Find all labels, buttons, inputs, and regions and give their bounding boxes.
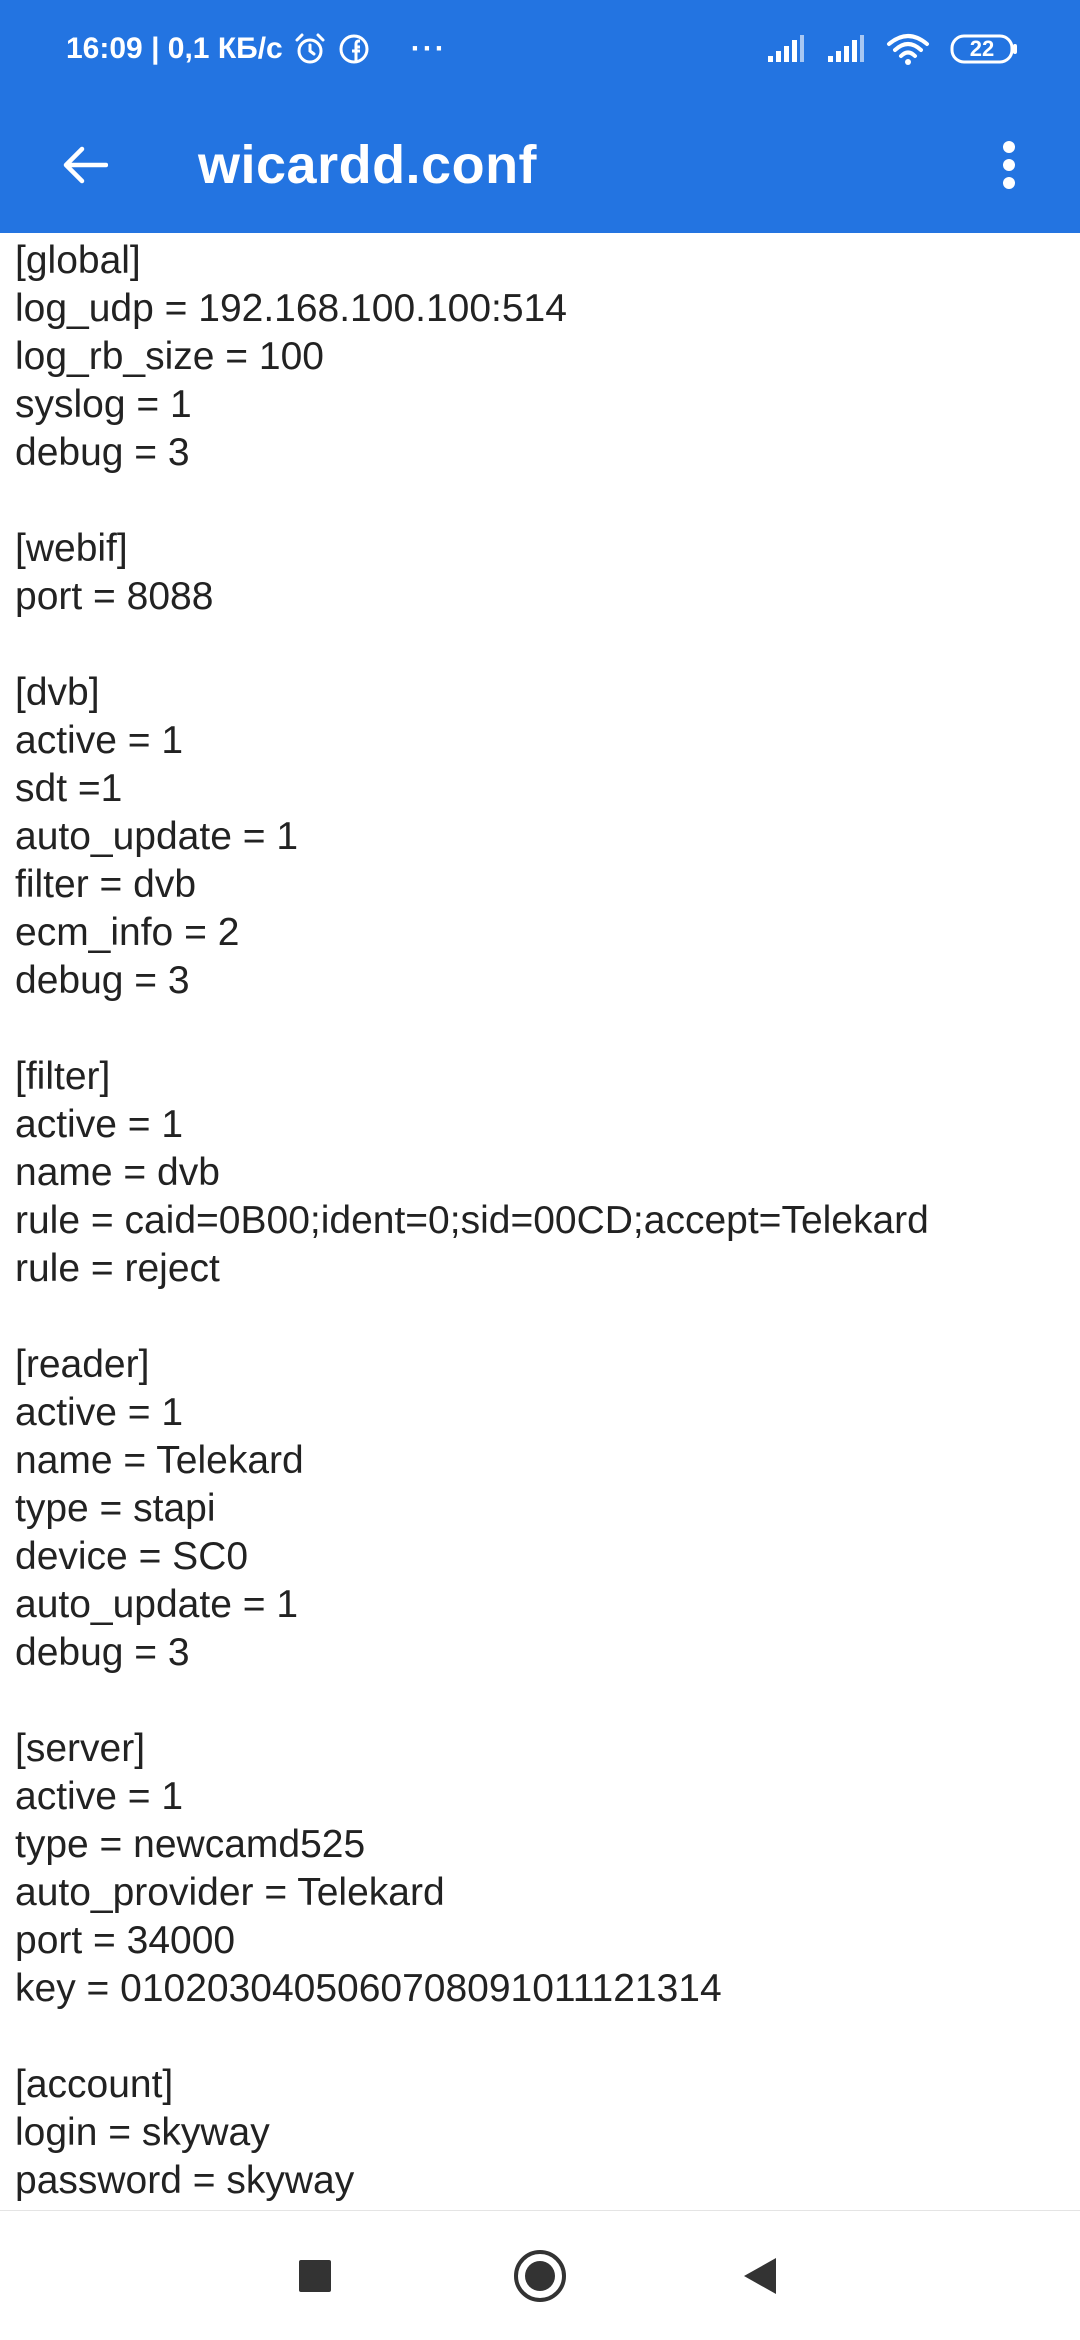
file-line: rule = reject [15, 1247, 220, 1290]
back-button[interactable] [40, 120, 130, 210]
battery-icon: 22 [950, 33, 1020, 65]
file-line: debug = 3 [15, 959, 190, 1002]
file-line: name = Telekard [15, 1439, 304, 1482]
arrow-left-icon [63, 146, 108, 184]
status-left: 16:09 | 0,1 КБ/с ··· [66, 32, 766, 66]
file-line [15, 2013, 1080, 2061]
file-line [15, 621, 1080, 669]
file-line: [global] [15, 239, 141, 282]
wifi-icon [886, 32, 930, 66]
circle-icon [514, 2250, 566, 2302]
file-line: password = skyway [15, 2159, 355, 2202]
file-line: syslog = 1 [15, 383, 192, 426]
file-line: auto_update = 1 [15, 815, 299, 858]
home-button[interactable] [490, 2226, 590, 2326]
file-line: log_rb_size = 100 [15, 335, 324, 378]
signal-icon [766, 34, 806, 64]
file-line: active = 1 [15, 719, 184, 762]
file-line: type = newcamd525 [15, 1823, 366, 1866]
file-line [15, 477, 1080, 525]
file-line: [dvb] [15, 671, 100, 714]
status-right: 22 [766, 32, 1020, 66]
file-line: [webif] [15, 527, 128, 570]
signal-icon-2 [826, 34, 866, 64]
battery-level: 22 [969, 36, 995, 61]
app-bar: 16:09 | 0,1 КБ/с ··· [0, 0, 1080, 233]
file-line: [server] [15, 1727, 146, 1770]
file-line: device = SC0 [15, 1535, 249, 1578]
status-more: ··· [410, 32, 447, 65]
square-icon [299, 2260, 331, 2292]
file-line: login = skyway [15, 2111, 270, 2154]
page-title: wicardd.conf [198, 135, 538, 195]
file-line: [filter] [15, 1055, 111, 1098]
file-line: sdt =1 [15, 767, 123, 810]
file-line: name = dvb [15, 1151, 220, 1194]
status-time-speed: 16:09 | 0,1 КБ/с [66, 32, 283, 65]
file-line: [account] [15, 2063, 174, 2106]
back-nav-button[interactable] [710, 2226, 810, 2326]
file-line [15, 1677, 1080, 1725]
triangle-back-icon [744, 2258, 776, 2294]
file-line: port = 8088 [15, 575, 214, 618]
recents-button[interactable] [265, 2226, 365, 2326]
file-line: ecm_info = 2 [15, 911, 240, 954]
file-line: filter = dvb [15, 863, 197, 906]
file-line: key = 0102030405060708091011121314 [15, 1967, 722, 2010]
file-content[interactable]: [global] log_udp = 192.168.100.100:514 log… [0, 233, 1080, 2210]
overflow-menu-button[interactable] [964, 120, 1054, 210]
alarm-icon [293, 32, 327, 66]
file-line: rule = caid=0B00;ident=0;sid=00CD;accept… [15, 1199, 929, 1242]
more-vertical-icon [1003, 141, 1015, 189]
file-line: auto_update = 1 [15, 1583, 299, 1626]
file-line: active = 1 [15, 1391, 184, 1434]
file-line: active = 1 [15, 1103, 184, 1146]
file-line: type = stapi [15, 1487, 216, 1530]
status-bar: 16:09 | 0,1 КБ/с ··· [0, 0, 1080, 98]
file-line: debug = 3 [15, 1631, 190, 1674]
file-line: auto_provider = Telekard [15, 1871, 445, 1914]
toolbar: wicardd.conf [0, 98, 1080, 233]
file-line: log_udp = 192.168.100.100:514 [15, 287, 567, 330]
file-line: port = 34000 [15, 1919, 236, 1962]
file-line [15, 1005, 1080, 1053]
file-line: debug = 3 [15, 431, 190, 474]
file-line [15, 1293, 1080, 1341]
file-line: [reader] [15, 1343, 150, 1386]
navigation-bar [0, 2210, 1080, 2340]
facebook-icon [337, 32, 371, 66]
file-line: active = 1 [15, 1775, 184, 1818]
